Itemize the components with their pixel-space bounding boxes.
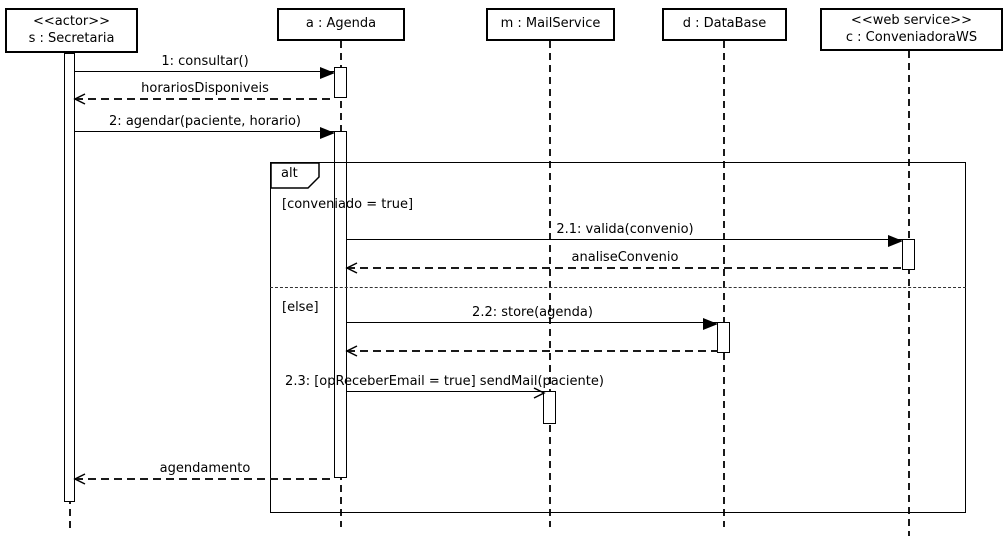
filled-arrowhead-icon bbox=[703, 317, 718, 330]
message-store-return-arrow bbox=[345, 344, 718, 357]
activation-secretaria bbox=[64, 53, 75, 502]
message-analise-label: analiseConvenio bbox=[571, 250, 679, 265]
message-sendmail-label: 2.3: [opReceberEmail = true] sendMail(pa… bbox=[285, 374, 604, 389]
message-valida-arrow bbox=[347, 234, 903, 247]
alt-fragment-divider bbox=[270, 287, 966, 288]
open-arrowhead-icon bbox=[73, 472, 86, 485]
stereotype-label: <<actor>> bbox=[32, 14, 111, 30]
filled-arrowhead-icon bbox=[320, 66, 335, 79]
open-arrowhead-icon bbox=[533, 386, 546, 399]
lifeline-name: d : DataBase bbox=[682, 16, 767, 32]
message-agendamento-return-arrow bbox=[73, 472, 335, 485]
guard-else: [else] bbox=[282, 300, 319, 315]
lifeline-head-mailservice: m : MailService bbox=[486, 8, 615, 41]
open-arrowhead-icon bbox=[345, 344, 358, 357]
message-agendar-label: 2: agendar(paciente, horario) bbox=[109, 114, 301, 129]
activation-mailservice bbox=[543, 391, 556, 424]
lifeline-head-secretaria: <<actor>> s : Secretaria bbox=[5, 8, 138, 53]
lifeline-head-database: d : DataBase bbox=[662, 8, 787, 41]
open-arrowhead-icon bbox=[73, 92, 86, 105]
alt-fragment-frame bbox=[270, 162, 966, 513]
lifeline-conveniadoraws bbox=[908, 51, 910, 536]
message-valida-label: 2.1: valida(convenio) bbox=[556, 222, 694, 237]
alt-operator-label: alt bbox=[281, 166, 298, 181]
lifeline-head-agenda: a : Agenda bbox=[277, 8, 405, 41]
message-horarios-return-arrow bbox=[73, 92, 335, 105]
lifeline-name: a : Agenda bbox=[305, 16, 377, 32]
message-agendamento-label: agendamento bbox=[159, 461, 251, 476]
lifeline-database bbox=[723, 41, 725, 527]
message-consultar-label: 1: consultar() bbox=[161, 54, 249, 69]
message-store-arrow bbox=[347, 317, 718, 330]
stereotype-label: <<web service>> bbox=[850, 13, 973, 29]
activation-conveniadoraws bbox=[902, 239, 915, 270]
activation-agenda-agendar bbox=[334, 131, 347, 478]
lifeline-name: s : Secretaria bbox=[28, 30, 115, 46]
guard-conveniado-true: [conveniado = true] bbox=[282, 197, 414, 212]
alt-operator-tab-shape bbox=[270, 162, 320, 189]
message-agendar-arrow bbox=[75, 126, 335, 139]
lifeline-name: c : ConveniadoraWS bbox=[845, 29, 978, 45]
message-horarios-label: horariosDisponiveis bbox=[141, 81, 269, 96]
message-store-label: 2.2: store(agenda) bbox=[472, 305, 593, 320]
filled-arrowhead-icon bbox=[320, 126, 335, 139]
message-analise-return-arrow bbox=[345, 261, 903, 274]
message-consultar-arrow bbox=[75, 66, 335, 79]
lifeline-head-conveniadoraws: <<web service>> c : ConveniadoraWS bbox=[820, 8, 1003, 51]
open-arrowhead-icon bbox=[345, 261, 358, 274]
message-sendmail-arrow bbox=[347, 386, 546, 399]
activation-agenda-consultar bbox=[334, 67, 347, 98]
lifeline-name: m : MailService bbox=[500, 16, 601, 32]
filled-arrowhead-icon bbox=[888, 234, 903, 247]
lifeline-mailservice bbox=[549, 41, 551, 527]
activation-database bbox=[717, 322, 730, 353]
